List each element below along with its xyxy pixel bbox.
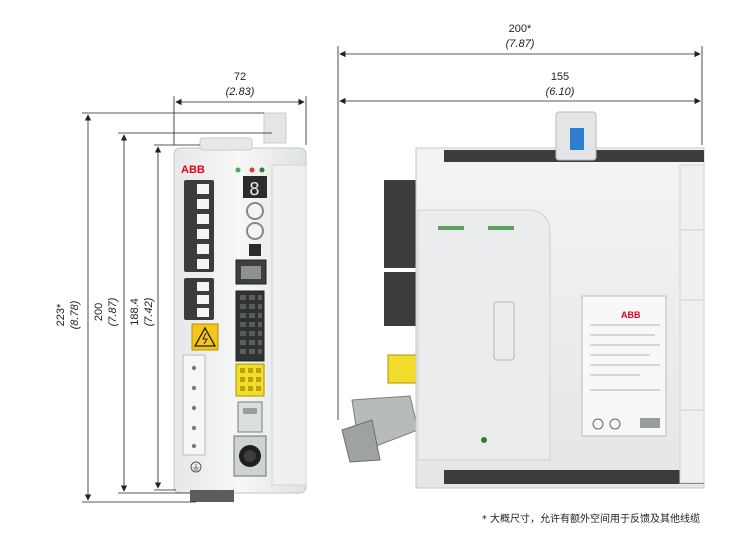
dim-height-total-inch: (8.78)	[69, 300, 81, 329]
mounting-slot	[493, 301, 515, 361]
status-led-green-icon	[235, 167, 241, 173]
side-yellow-connector	[387, 354, 419, 384]
rating-label	[581, 295, 667, 437]
dim-depth-total-inch: (7.87)	[506, 38, 535, 50]
dim-width-value: 72	[234, 71, 246, 83]
dim-depth-body-inch: (6.10)	[546, 86, 575, 98]
dim-height-body-inch: (7.42)	[143, 297, 155, 326]
dim-width-inch: (2.83)	[226, 86, 255, 98]
dip-switch[interactable]	[249, 244, 261, 256]
status-led-red-icon	[249, 167, 255, 173]
cert-mark-icon	[592, 418, 604, 430]
seven-segment-digit: 8	[249, 179, 260, 200]
side-dimension-lines	[337, 46, 703, 420]
high-voltage-warning-icon	[193, 326, 217, 347]
grounding-bar	[182, 354, 206, 456]
rotary-switch-hi[interactable]	[246, 202, 264, 220]
dim-height-body-value: 188.4	[129, 298, 141, 326]
front-abb-logo: ABB	[181, 164, 205, 176]
seven-segment-display	[243, 176, 267, 198]
side-view: ABB	[341, 111, 705, 489]
dim-depth-total-value: 200*	[509, 23, 532, 35]
dim-height-mount-value: 200	[93, 303, 105, 321]
rotary-switch-lo[interactable]	[246, 222, 264, 240]
dim-depth-body-value: 155	[551, 71, 569, 83]
front-dimension-lines	[82, 96, 307, 503]
footnote: * 大概尺寸，允许有额外空间用于反馈及其他线缆	[481, 514, 700, 525]
dim-height-total-value: 223*	[55, 303, 67, 326]
front-view: ABB	[173, 112, 307, 502]
dim-height-mount-inch: (7.87)	[107, 297, 119, 326]
ground-symbol-icon	[190, 461, 202, 473]
encoder-connector[interactable]	[237, 401, 263, 433]
label-abb-logo: ABB	[621, 310, 641, 320]
